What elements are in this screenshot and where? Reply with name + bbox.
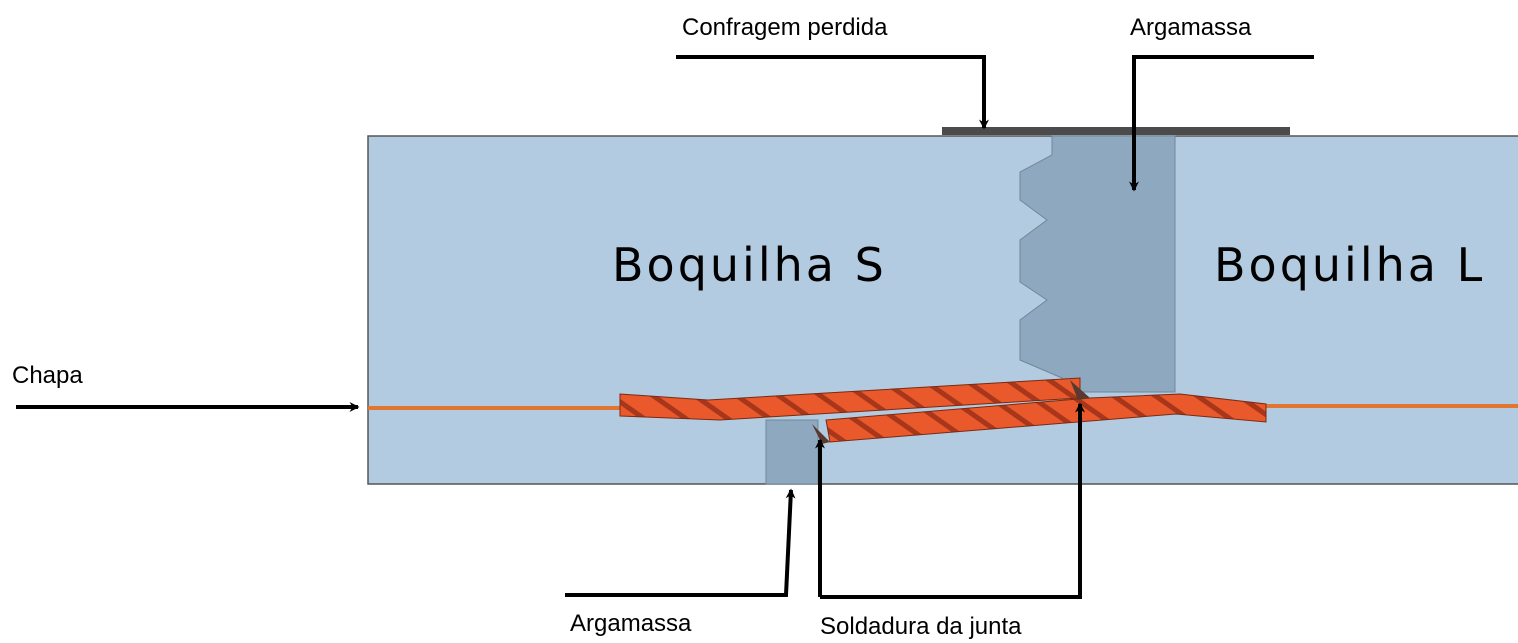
formwork-plate xyxy=(942,127,1290,135)
mortar-joint-top xyxy=(1019,135,1176,393)
argamassa-bottom-label: Argamassa xyxy=(570,610,692,637)
soldadura-arrow-right xyxy=(820,402,1085,599)
confragem-label: Confragem perdida xyxy=(682,14,888,41)
argamassa-bottom-arrow xyxy=(565,488,796,597)
region-left-label: Boquilha S xyxy=(612,238,887,292)
region-right-label: Boquilha L xyxy=(1214,238,1486,292)
argamassa-top-label: Argamassa xyxy=(1130,14,1252,41)
weld-shadow-left xyxy=(812,424,830,444)
soldadura-label: Soldadura da junta xyxy=(820,613,1022,640)
mortar-joint-bottom xyxy=(765,419,819,485)
weld-shadow xyxy=(1070,380,1090,400)
chapa-label: Chapa xyxy=(12,362,83,389)
argamassa-top-arrow xyxy=(1129,55,1314,192)
confragem-arrow xyxy=(676,55,989,130)
weld-lower xyxy=(825,393,1267,443)
